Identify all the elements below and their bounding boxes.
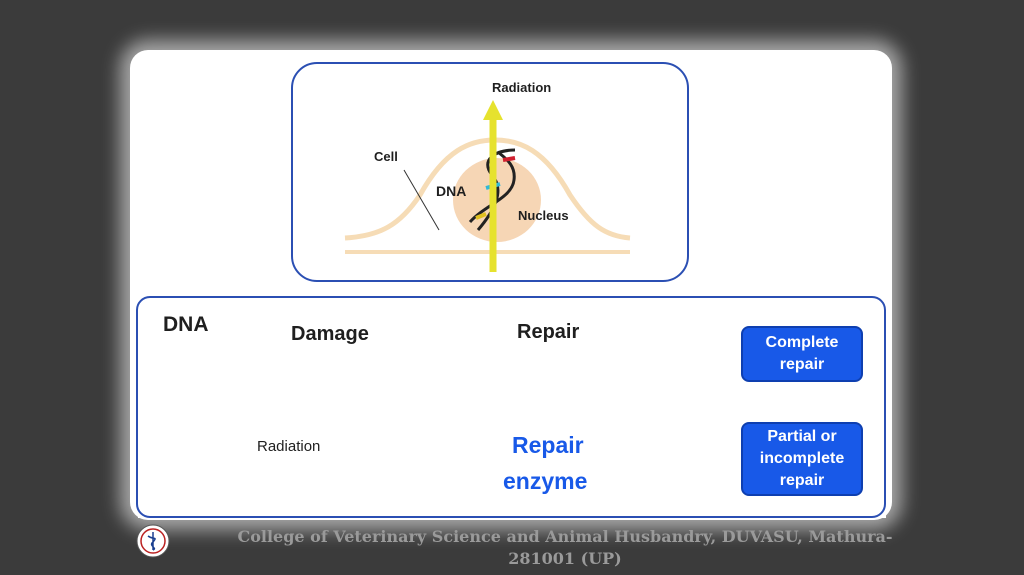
cell-label: Cell	[374, 149, 398, 164]
partial-repair-box: Partial or incomplete repair	[741, 422, 863, 496]
radiation-arrowhead	[483, 100, 503, 120]
dna-title: DNA	[163, 313, 209, 336]
radiation-damage-label: Radiation	[257, 438, 321, 455]
complete-repair-box: Complete repair	[741, 326, 863, 382]
repair-enzyme-line2: enzyme	[503, 468, 588, 494]
repair-enzyme-line1: Repair	[512, 432, 584, 458]
dna-label: DNA	[436, 183, 467, 199]
footer-line1: College of Veterinary Science and Animal…	[237, 527, 893, 546]
repair-title: Repair	[517, 321, 580, 343]
footer-institution: College of Veterinary Science and Animal…	[150, 526, 930, 570]
cell-pointer-line	[403, 169, 440, 231]
damage-title: Damage	[291, 323, 369, 345]
nucleus-label: Nucleus	[518, 208, 569, 223]
radiation-label: Radiation	[492, 80, 552, 95]
footer-line2: 281001 (UP)	[508, 549, 622, 568]
college-seal-icon	[136, 524, 170, 558]
